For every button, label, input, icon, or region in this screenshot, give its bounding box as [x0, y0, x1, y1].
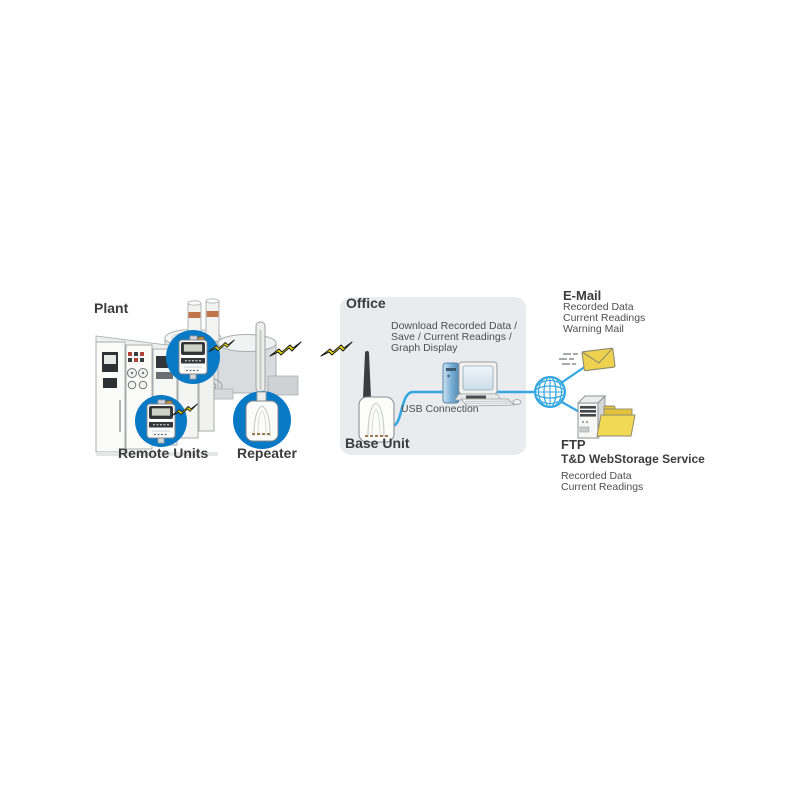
ftp-detail-line: Recorded Data	[561, 470, 632, 482]
globe-icon	[534, 376, 566, 408]
office-description-line: Download Recorded Data /	[391, 320, 518, 332]
repeater-mast	[255, 321, 266, 393]
antenna-icon	[363, 351, 371, 398]
desktop-computer-icon	[442, 361, 522, 407]
base-unit-icon	[358, 351, 395, 443]
email-detail-line: Warning Mail	[563, 323, 624, 336]
chimney-icon	[205, 298, 220, 342]
office-description-line: Graph Display	[391, 342, 458, 355]
usb-cable-line	[390, 390, 537, 428]
remote-units-label: Remote Units	[118, 445, 209, 461]
office-description: Download Recorded Data / Save / Current …	[391, 320, 518, 355]
network-line-to-email	[560, 365, 587, 384]
ftp-detail: Recorded Data Current Readings	[561, 470, 644, 494]
ftp-detail-line: Current Readings	[561, 481, 644, 494]
email-detail: Recorded Data Current Readings Warning M…	[563, 301, 646, 336]
office-label: Office	[346, 295, 386, 311]
plant-label: Plant	[94, 300, 129, 316]
folder-icon	[596, 405, 636, 437]
data-logger-icon	[146, 399, 176, 444]
repeater-device-icon	[245, 391, 279, 442]
usb-connection-label: USB Connection	[401, 403, 479, 415]
office-description-line: Save / Current Readings /	[391, 331, 512, 344]
webstorage-service-label: T&D WebStorage Service	[561, 452, 705, 466]
speed-lines-icon	[559, 353, 578, 365]
email-detail-line: Recorded Data	[563, 301, 634, 313]
data-logger-icon	[178, 335, 208, 380]
email-detail-line: Current Readings	[563, 312, 646, 325]
envelope-icon	[581, 347, 616, 372]
repeater-label: Repeater	[237, 445, 297, 461]
email-label: E-Mail	[563, 288, 602, 303]
ftp-label: FTP	[561, 437, 586, 452]
base-unit-label: Base Unit	[345, 435, 410, 451]
